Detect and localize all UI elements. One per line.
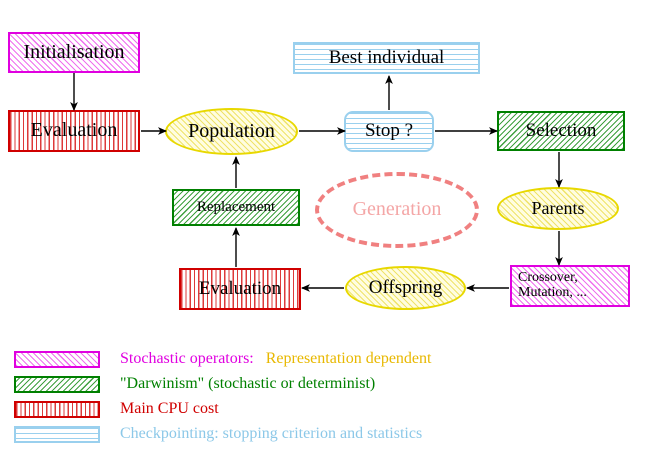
node-best-individual[interactable]: Best individual [293, 42, 480, 74]
node-parents[interactable]: Parents [497, 187, 619, 230]
legend-text-primary-3: Checkpointing: stopping criterion and st… [120, 425, 423, 442]
node-crossover-mutation-label: Crossover, Mutation, ... [518, 270, 587, 300]
legend-item-checkpointing: Checkpointing: stopping criterion and st… [14, 423, 422, 445]
node-replacement-label: Replacement [196, 198, 276, 215]
node-offspring-label: Offspring [368, 276, 443, 298]
node-parents-label: Parents [531, 197, 585, 218]
node-evaluation-bottom-label: Evaluation [198, 277, 282, 299]
node-best-individual-label: Best individual [328, 46, 445, 68]
legend-label-checkpointing: Checkpointing: stopping criterion and st… [120, 425, 422, 443]
legend-swatch-blue [14, 425, 100, 443]
node-population[interactable]: Population [165, 108, 298, 155]
legend-swatch-magenta [14, 350, 100, 368]
node-evaluation-bottom[interactable]: Evaluation [179, 268, 301, 310]
legend-label-darwinism: "Darwinism" (stochastic or determinist) [120, 375, 375, 393]
legend-label-stochastic-operators: Stochastic operators: Representation depe… [120, 350, 431, 368]
legend: Stochastic operators: Representation depe… [0, 340, 670, 465]
legend-item-darwinism: "Darwinism" (stochastic or determinist) [14, 373, 375, 395]
node-replacement[interactable]: Replacement [172, 189, 300, 226]
node-selection-label: Selection [525, 119, 597, 141]
node-stop-label: Stop ? [364, 120, 414, 142]
legend-swatch-red [14, 400, 100, 418]
node-evaluation-top-label: Evaluation [30, 119, 118, 142]
node-selection[interactable]: Selection [497, 111, 625, 151]
legend-item-main-cpu-cost: Main CPU cost [14, 398, 219, 420]
node-generation-label: Generation [352, 198, 442, 221]
node-population-label: Population [188, 119, 275, 142]
node-generation-annotation: Generation [315, 172, 479, 248]
legend-swatch-green [14, 375, 100, 393]
legend-text-primary-1: "Darwinism" (stochastic or determinist) [120, 375, 376, 392]
node-initialisation[interactable]: Initialisation [8, 32, 140, 73]
legend-text-secondary-0: Representation dependent [265, 350, 432, 367]
node-stop[interactable]: Stop ? [344, 111, 434, 152]
legend-label-main-cpu-cost: Main CPU cost [120, 400, 219, 418]
legend-text-primary-2: Main CPU cost [120, 400, 219, 417]
legend-text-primary-0: Stochastic operators: [120, 350, 254, 367]
node-initialisation-label: Initialisation [23, 40, 125, 63]
legend-item-stochastic-operators: Stochastic operators: Representation depe… [14, 348, 431, 370]
node-crossover-mutation[interactable]: Crossover, Mutation, ... [510, 265, 630, 307]
node-offspring[interactable]: Offspring [345, 266, 466, 310]
node-evaluation-top[interactable]: Evaluation [8, 110, 140, 152]
